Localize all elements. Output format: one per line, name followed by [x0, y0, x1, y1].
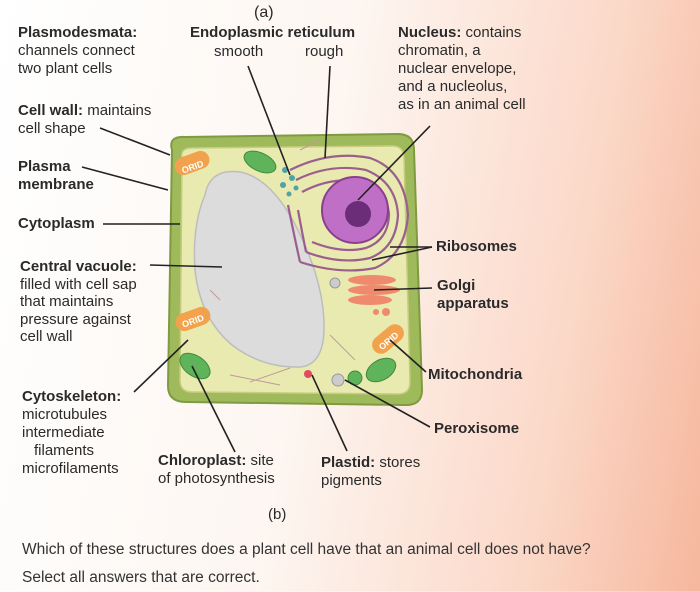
plasmodesmata-title: Plasmodesmata:: [18, 24, 138, 41]
peroxisome-2: [329, 277, 341, 289]
plastid-desc-first: stores: [379, 454, 421, 471]
chloroplast-1: [243, 150, 277, 174]
plasmodesmata-desc-2: two plant cells: [18, 60, 113, 77]
cytoskeleton-title: Cytoskeleton:: [22, 388, 122, 405]
pointer-lines: [81, 65, 433, 453]
er-rough: rough: [305, 43, 344, 60]
nucleus-desc-4: as in an animal cell: [398, 96, 526, 113]
nucleus-desc-1: chromatin, a: [398, 42, 481, 59]
cytoskeleton-desc-4: microfilaments: [22, 460, 119, 477]
figure-label-a: (a): [254, 4, 274, 21]
central-vacuole-desc-1: filled with cell sap: [20, 275, 137, 293]
cytoplasm-label: Cytoplasm: [18, 215, 95, 232]
nucleolus: [345, 201, 371, 227]
question-text: Which of these structures does a plant c…: [22, 541, 591, 586]
central-vacuole-label: Central vacuole: filled with cell sap th…: [20, 258, 137, 346]
ribosomes-label: Ribosomes: [436, 238, 517, 255]
chloroplast-title: Chloroplast:: [158, 452, 247, 469]
chloroplast-desc-1: of photosynthesis: [158, 470, 275, 487]
plasma-membrane-line-2: membrane: [18, 176, 94, 193]
plastid: [304, 370, 312, 378]
cytoskeleton-label: Cytoskeleton: microtubules intermediate …: [22, 388, 121, 478]
nucleus-label: Nucleus: contains chromatin, a nuclear e…: [398, 24, 526, 114]
cytoskeleton-desc-3: filaments: [34, 442, 95, 459]
er-title: Endoplasmic reticulum: [190, 24, 356, 41]
cell-wall-desc-1: cell shape: [18, 120, 86, 137]
central-vacuole-desc-3: pressure against: [20, 310, 131, 328]
cytoskeleton-desc-1: microtubules: [22, 406, 108, 423]
cell-wall-label: Cell wall: maintains cell shape: [18, 102, 151, 138]
chloroplast-label: Chloroplast: site of photosynthesis: [158, 452, 275, 488]
cytoskeleton-lines: [209, 139, 356, 386]
plastid-desc-1: pigments: [321, 472, 382, 489]
plasmodesmata-label: Plasmodesmata: channels connect two plan…: [18, 24, 137, 78]
central-vacuole-desc-2: that maintains: [20, 293, 114, 310]
nucleus-desc-first: contains: [465, 24, 522, 41]
plastid-title: Plastid:: [321, 454, 376, 471]
er-smooth: smooth: [214, 43, 264, 60]
central-vacuole-desc-4: cell wall: [20, 328, 73, 345]
cytoskeleton-desc-2: intermediate: [22, 424, 105, 441]
chloroplast-2: [179, 352, 211, 380]
golgi-line-1: Golgi: [437, 277, 476, 294]
golgi-label: Golgi apparatus: [437, 277, 509, 313]
cell-wall-title: Cell wall:: [18, 102, 84, 119]
plasma-membrane-line-1: Plasma: [18, 158, 71, 175]
nucleus-desc-2: nuclear envelope,: [398, 60, 517, 77]
mitochondria: [174, 150, 404, 354]
plastid-label: Plastid: stores pigments: [321, 454, 420, 490]
peroxisome-label: Peroxisome: [434, 420, 520, 437]
golgi-line-2: apparatus: [437, 295, 509, 312]
smooth-er: [280, 167, 299, 197]
peroxisome: [331, 373, 345, 387]
nucleus-desc-3: and a nucleolus,: [398, 78, 508, 95]
cell-wall-desc-first: maintains: [87, 102, 152, 119]
chloroplast-desc-first: site: [250, 452, 274, 469]
plasma-membrane-label: Plasma membrane: [18, 158, 94, 194]
figure-label-b: (b): [268, 506, 287, 523]
mitochondria-label: Mitochondria: [428, 366, 523, 383]
central-vacuole-title: Central vacuole:: [20, 258, 137, 275]
chloroplast-3: [365, 357, 397, 383]
nucleus-title: Nucleus:: [398, 24, 462, 41]
plasmodesmata-desc-1: channels connect: [18, 42, 135, 59]
